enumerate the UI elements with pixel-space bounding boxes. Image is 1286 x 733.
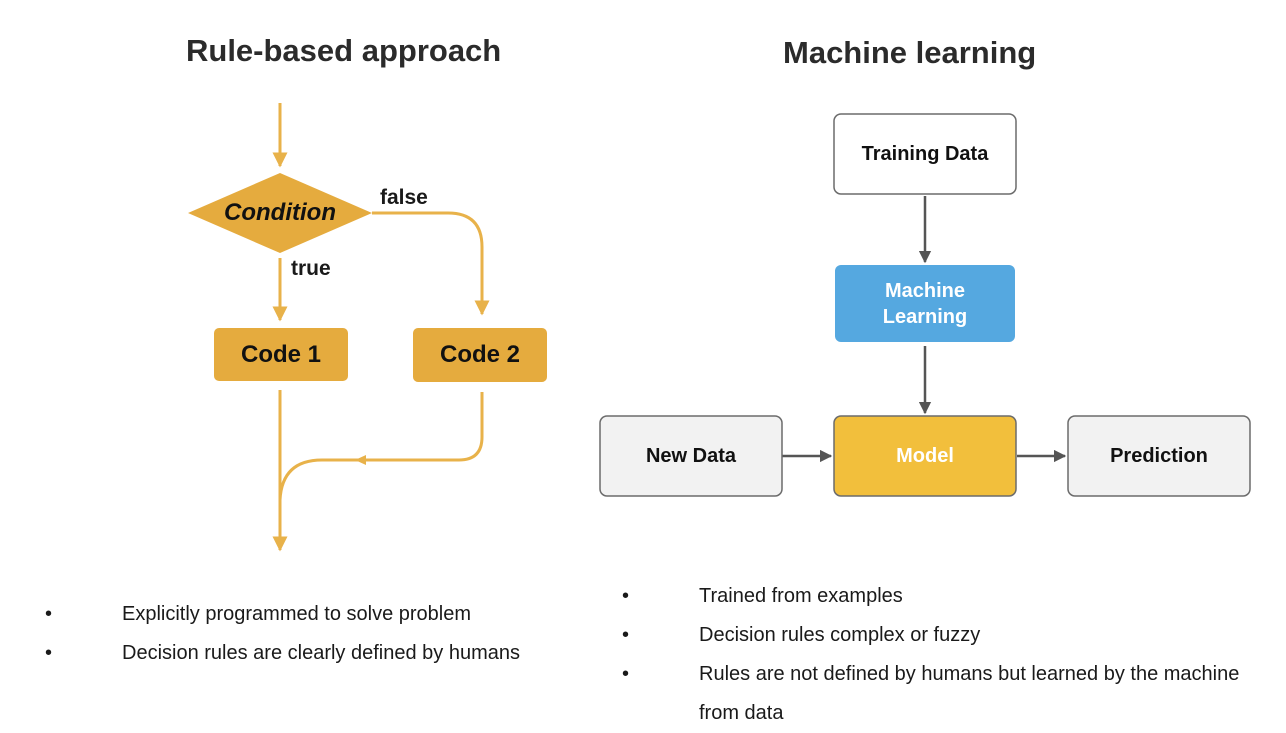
rule-based-bullet-list: Explicitly programmed to solve problem D…	[45, 595, 585, 673]
list-item: Explicitly programmed to solve problem	[45, 595, 585, 634]
training-data-label: Training Data	[861, 142, 989, 165]
machine-learning-title: Machine learning	[783, 35, 1037, 70]
new-data-box	[599, 415, 783, 497]
condition-label: Condition	[224, 199, 336, 226]
false-label: false	[380, 186, 428, 209]
prediction-box	[1067, 415, 1251, 497]
condition-diamond	[188, 173, 372, 253]
code2-merge-line	[278, 392, 484, 501]
model-box	[833, 415, 1017, 497]
ml-bullet-list: Trained from examples Decision rules com…	[622, 577, 1272, 733]
list-item: Decision rules complex or fuzzy	[622, 616, 1272, 655]
machine-learning-label: Machine Learning	[882, 279, 968, 328]
training-data-box	[833, 113, 1017, 195]
list-item: Trained from examples	[622, 577, 1272, 616]
rule-based-title: Rule-based approach	[186, 33, 502, 68]
merge-arrowhead	[355, 455, 366, 465]
new-data-label: New Data	[645, 444, 737, 467]
list-item: Rules are not defined by humans but lear…	[622, 655, 1272, 733]
prediction-label: Prediction	[1110, 444, 1208, 467]
true-label: true	[291, 257, 331, 280]
false-arrow	[372, 211, 490, 316]
code1-box	[214, 328, 348, 381]
machine-learning-box	[835, 265, 1015, 342]
model-label: Model	[896, 444, 954, 467]
code2-label: Code 2	[439, 341, 520, 368]
list-item: Decision rules are clearly defined by hu…	[45, 634, 585, 673]
code2-box	[413, 328, 547, 382]
code1-label: Code 1	[240, 340, 321, 368]
